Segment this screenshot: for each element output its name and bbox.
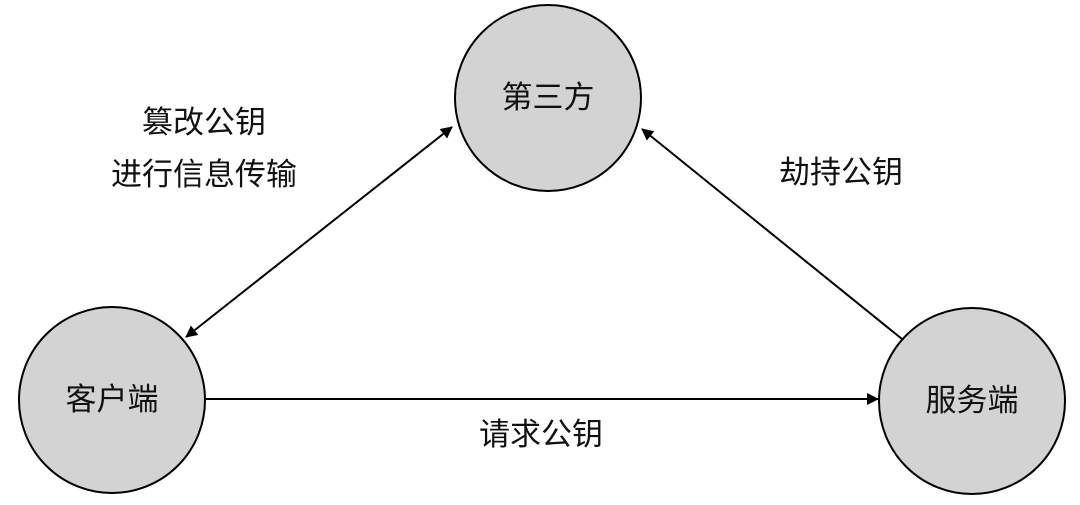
node-label-third-party: 第三方: [502, 80, 595, 116]
edge-client-third-party: [185, 126, 453, 338]
edge-label-tamper: 篡改公钥: [142, 105, 266, 141]
edge-label-request: 请求公钥: [479, 417, 603, 453]
edge-label-transmit: 进行信息传输: [111, 157, 297, 193]
edge-server-third-party: [641, 128, 903, 340]
node-client: 客户端: [18, 306, 206, 494]
edge-label-hijack: 劫持公钥: [779, 155, 903, 191]
node-third-party: 第三方: [454, 4, 642, 192]
node-label-client: 客户端: [66, 382, 159, 418]
node-server: 服务端: [878, 307, 1066, 495]
node-label-server: 服务端: [926, 383, 1019, 419]
